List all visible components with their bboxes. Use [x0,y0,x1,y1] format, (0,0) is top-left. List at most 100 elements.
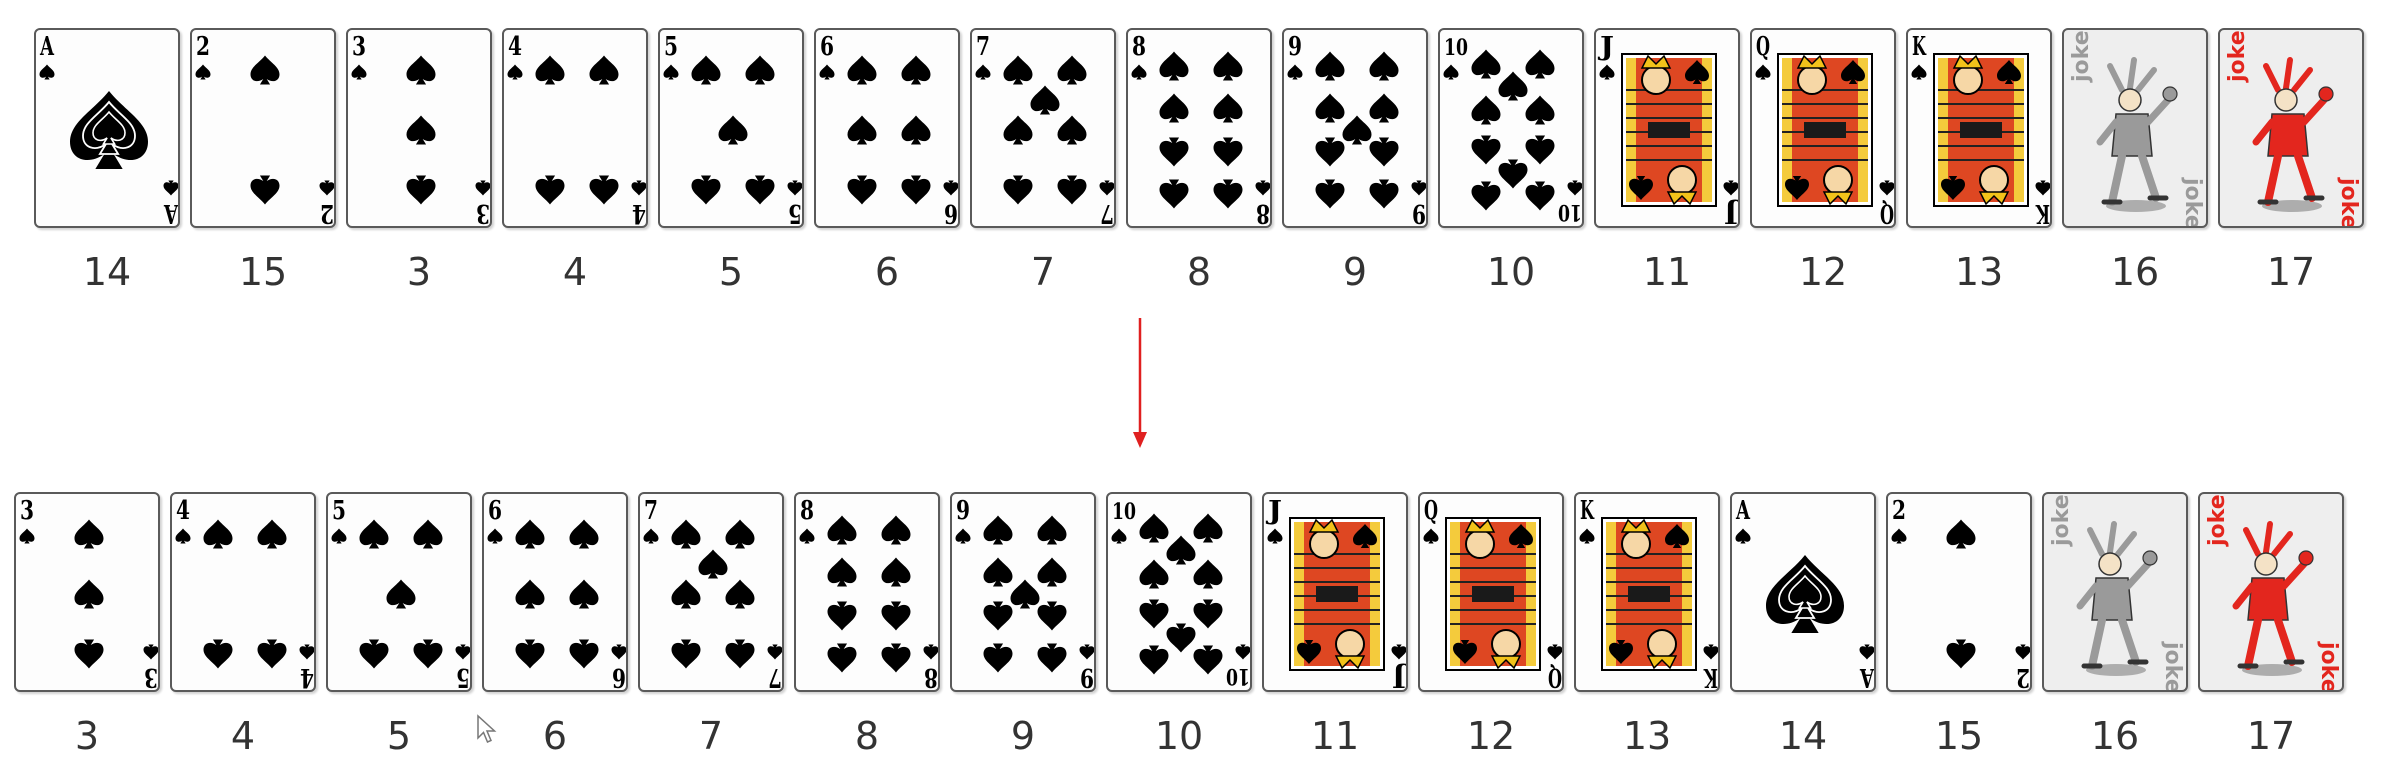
corner-suit-icon [767,644,782,660]
pip-spade-icon [1213,51,1243,81]
rank-label: 8 [924,662,938,692]
pip-spade-icon [1498,159,1528,189]
pip-spade-icon [718,115,748,145]
corner-suit-icon [1099,180,1114,196]
pip-spade-icon [1315,93,1345,123]
rank-label: 2 [2016,662,2030,692]
card-value-label: 9 [1342,250,1368,294]
pip-spade-icon [1369,93,1399,123]
pip-spade-icon [691,55,721,85]
rank-label: 4 [300,662,314,692]
rank-label: 5 [456,662,470,692]
rank-label: 7 [644,496,658,526]
pip-spade-icon [406,55,436,85]
corner-suit-icon [1111,528,1127,544]
pip-spade-icon [901,175,931,205]
pip-spade-icon [881,601,911,631]
pip-spade-icon [1037,601,1067,631]
pip-spade-icon [1139,645,1169,675]
rank-label: 10 [1444,35,1468,61]
pip-spade-icon [1166,535,1196,565]
corner-suit-icon [331,528,347,544]
pip-spade-icon [827,643,857,673]
face-portrait-icon [1289,517,1385,671]
pip-spade-icon [1159,137,1189,167]
pip-spade-icon [691,175,721,205]
corner-suit-icon [1255,180,1270,196]
pip-spade-icon [1342,115,1372,145]
rank-label: 4 [176,496,190,526]
rank-label: 8 [800,496,814,526]
card-value-label: 14 [82,250,132,294]
pip-spade-icon [1003,115,1033,145]
card-value-label: 12 [1466,714,1516,758]
card-value-label: 6 [874,250,900,294]
jester-icon [2252,57,2334,212]
pip-spade-icon [406,175,436,205]
pip-spade-icon [1498,71,1528,101]
pip-spade-icon [1315,137,1345,167]
rank-label: 5 [332,496,346,526]
corner-suit-icon [299,644,314,660]
pip-spade-icon [983,601,1013,631]
corner-suit-icon [1443,64,1459,80]
joker-label: joker [2180,177,2205,228]
pip-spade-icon [983,643,1013,673]
face-spade-icon [1685,60,1709,84]
pip-spade-icon [1193,645,1223,675]
face-spade-icon [1941,176,1965,200]
card-value-label: 9 [1010,714,1036,758]
rank-label: 3 [144,662,158,692]
corner-suit-icon [1079,644,1094,660]
pip-spade-icon [515,579,545,609]
card-value-label: 7 [698,714,724,758]
rank-label: K [2035,198,2050,228]
joker-label: joker [2316,641,2341,692]
card-value-label: 8 [854,714,880,758]
rank-label: J [1392,662,1408,692]
pip-spade-icon [1010,579,1040,609]
pip-spade-icon [827,601,857,631]
corner-suit-icon [455,644,470,660]
pip-spade-icon [671,639,701,669]
card-value-label: 8 [1186,250,1212,294]
pip-spade-icon [725,519,755,549]
rank-label: 10 [1112,499,1136,525]
joker-label: joker [2069,30,2094,83]
pip-spade-icon [1946,639,1976,669]
pip-spade-icon [1057,55,1087,85]
joker-label: joker [2049,494,2074,547]
corner-suit-icon [163,180,178,196]
rank-label: J [1724,198,1740,228]
card-value-label: 4 [562,250,588,294]
corner-suit-icon [1891,528,1907,544]
rank-label: 8 [1132,32,1146,62]
arrow-down-icon [1133,318,1147,448]
corner-suit-icon [351,64,367,80]
corner-suit-icon [1267,528,1283,544]
pip-spade-icon [1193,559,1223,589]
pip-spade-icon [1471,181,1501,211]
ace-spade-icon [70,91,148,169]
rank-label: Q [1756,32,1770,62]
ace-spade-icon [1766,555,1844,633]
face-portrait-icon [1445,517,1541,671]
